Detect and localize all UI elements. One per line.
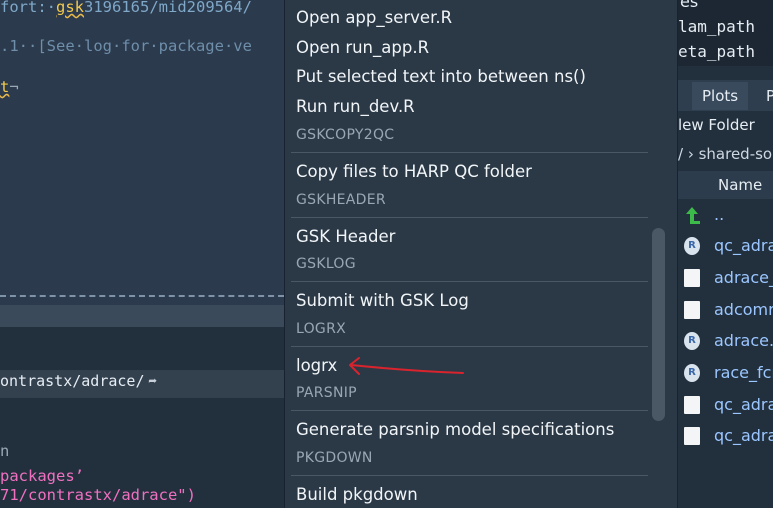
file-name[interactable]: race_fcr: [714, 363, 773, 382]
menu-separator: [291, 475, 648, 476]
file-row[interactable]: R adrace.: [678, 325, 773, 356]
menu-section-gskcopy2qc: GSKCOPY2QC: [296, 127, 395, 143]
file-name[interactable]: qc_adra: [714, 236, 773, 255]
menu-separator: [291, 281, 648, 282]
code-line-2: .1··[See·log·for·package·ve: [0, 37, 252, 55]
menu-item-build-pkgdown[interactable]: Build pkgdown: [296, 485, 418, 504]
file-row[interactable]: qc_adra: [678, 389, 773, 420]
console-path: ontrastx/adrace/➦: [0, 372, 157, 390]
code-line-1: fort:·gsk3196165/mid209564/: [0, 0, 252, 16]
menu-item-copy-harp-qc[interactable]: Copy files to HARP QC folder: [296, 162, 532, 181]
file-name[interactable]: qc_adra: [714, 426, 773, 445]
file-row[interactable]: ..: [678, 199, 773, 230]
menu-item-parsnip-spec[interactable]: Generate parsnip model specifications: [296, 420, 615, 439]
file-name[interactable]: adcomr: [714, 300, 773, 319]
column-header-name[interactable]: Name: [718, 176, 763, 194]
file-name[interactable]: ..: [714, 205, 725, 224]
file-row[interactable]: adrace_: [678, 262, 773, 293]
share-arrow-icon[interactable]: ➦: [148, 374, 157, 390]
menu-section-parsnip: PARSNIP: [296, 385, 357, 401]
tab-packages[interactable]: P: [766, 87, 773, 105]
r-file-icon: R: [684, 364, 700, 382]
r-file-icon: R: [684, 332, 700, 350]
console-path-bar: [0, 370, 284, 398]
console-line: n: [0, 442, 10, 460]
file-row[interactable]: R qc_adra: [678, 230, 773, 261]
files-table-header: [678, 171, 773, 199]
code-line-3: t¬: [0, 78, 19, 96]
menu-item-submit-gsk-log[interactable]: Submit with GSK Log: [296, 291, 469, 310]
menu-section-pkgdown: PKGDOWN: [296, 450, 373, 466]
annotation-arrow-icon: [349, 357, 464, 375]
menu-separator: [291, 217, 648, 218]
menu-section-gskheader: GSKHEADER: [296, 192, 386, 208]
file-name[interactable]: qc_adra: [714, 395, 773, 414]
margin-divider: [0, 295, 284, 297]
menu-item-run-dev[interactable]: Run run_dev.R: [296, 97, 415, 116]
file-name[interactable]: adrace_: [714, 268, 773, 287]
up-arrow-icon: [686, 207, 700, 224]
menu-separator: [291, 346, 648, 347]
file-name[interactable]: adrace.: [714, 331, 773, 350]
file-row[interactable]: qc_adra: [678, 420, 773, 451]
menu-section-logrx: LOGRX: [296, 321, 346, 337]
environment-pane: [678, 0, 773, 66]
pane-splitter[interactable]: [0, 305, 284, 327]
menu-item-put-text-ns[interactable]: Put selected text into between ns(): [296, 67, 586, 86]
files-pane[interactable]: es lam_path eta_path Plots P lew Folder …: [678, 0, 773, 508]
menu-section-gsklog: GSKLOG: [296, 256, 356, 272]
r-file-icon: R: [684, 237, 700, 255]
menu-separator: [291, 152, 648, 153]
code-editor[interactable]: fort:·gsk3196165/mid209564/ .1··[See·log…: [0, 0, 284, 305]
environment-row[interactable]: eta_path: [678, 42, 756, 61]
console-line: 71/contrastx/adrace"): [0, 486, 196, 504]
menu-item-open-run-app[interactable]: Open run_app.R: [296, 38, 430, 57]
file-icon: [684, 269, 700, 287]
console-pane[interactable]: ontrastx/adrace/➦ n packages’ 71/contras…: [0, 305, 284, 508]
menu-item-logrx[interactable]: logrx: [296, 356, 338, 375]
file-icon: [684, 427, 700, 445]
file-icon: [684, 396, 700, 414]
menu-item-gsk-header[interactable]: GSK Header: [296, 227, 396, 246]
breadcrumb[interactable]: / › shared-so: [678, 145, 773, 163]
file-icon: [684, 301, 700, 319]
menu-scrollbar[interactable]: [652, 228, 665, 421]
file-row[interactable]: R race_fcr: [678, 357, 773, 388]
menu-item-open-app-server[interactable]: Open app_server.R: [296, 8, 453, 27]
file-row[interactable]: adcomr: [678, 294, 773, 325]
menu-separator: [291, 410, 648, 411]
tab-plots[interactable]: Plots: [692, 82, 749, 110]
addins-dropdown-menu[interactable]: Open app_server.R Open run_app.R Put sel…: [284, 0, 678, 508]
console-line: packages’: [0, 467, 84, 485]
new-folder-button[interactable]: lew Folder: [678, 116, 755, 134]
environment-row[interactable]: lam_path: [678, 17, 756, 36]
environment-header: es: [680, 0, 699, 11]
